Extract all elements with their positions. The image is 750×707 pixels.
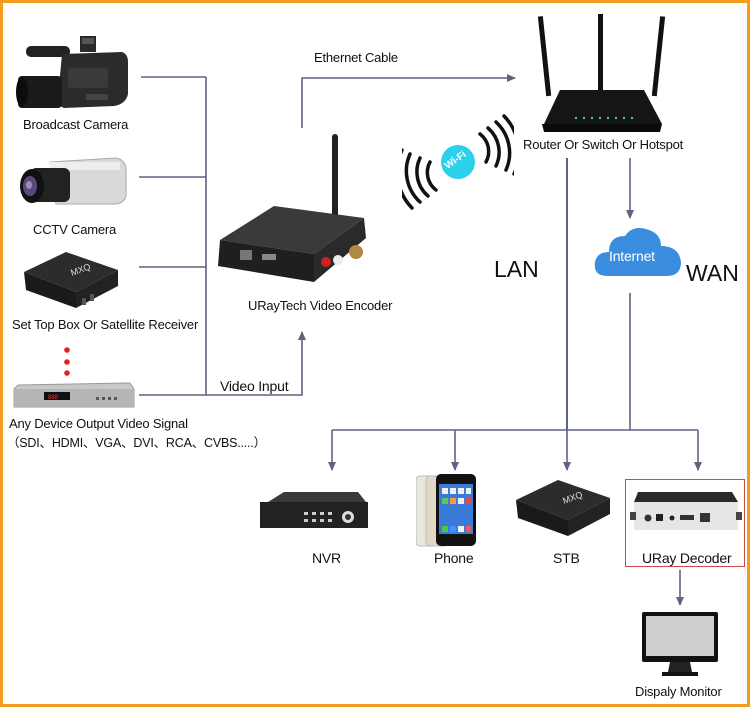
decoder-icon bbox=[630, 492, 742, 530]
router-icon bbox=[537, 14, 666, 132]
internet-cloud-icon bbox=[594, 228, 681, 276]
dvd-player-icon: 888 bbox=[13, 382, 135, 408]
video-encoder-icon bbox=[218, 134, 366, 282]
ellipsis-dots bbox=[64, 347, 70, 376]
source-label-broadcast-camera: Broadcast Camera bbox=[23, 117, 129, 132]
source-label-any-device: Any Device Output Video Signal bbox=[9, 416, 188, 431]
internet-label: Internet bbox=[609, 248, 655, 264]
monitor-label: Dispaly Monitor bbox=[635, 684, 722, 699]
source-sublabel-signal-types: （SDI、HDMI、VGA、DVI、RCA、CVBS.....） bbox=[7, 436, 266, 450]
display-monitor-icon bbox=[642, 612, 718, 676]
source-label-cctv-camera: CCTV Camera bbox=[33, 222, 117, 237]
cctv-camera-icon bbox=[20, 157, 127, 205]
lan-label: LAN bbox=[494, 256, 539, 282]
output-label-decoder: URay Decoder bbox=[642, 550, 732, 566]
source-label-set-top-box: Set Top Box Or Satellite Receiver bbox=[12, 317, 199, 332]
wan-label: WAN bbox=[686, 260, 739, 286]
decoder-highlight-box bbox=[625, 479, 745, 567]
broadcast-camera-icon bbox=[16, 36, 128, 108]
video-input-line bbox=[206, 331, 306, 396]
ethernet-cable-line bbox=[301, 74, 516, 128]
video-input-label: Video Input bbox=[220, 378, 289, 394]
ethernet-cable-label: Ethernet Cable bbox=[314, 50, 398, 65]
nvr-icon bbox=[260, 492, 368, 528]
router-label: Router Or Switch Or Hotspot bbox=[523, 137, 684, 152]
stb-icon: MXQ bbox=[516, 480, 610, 536]
encoder-label: URayTech Video Encoder bbox=[248, 298, 393, 313]
output-label-nvr: NVR bbox=[312, 550, 341, 566]
output-label-stb: STB bbox=[553, 550, 580, 566]
svg-text:888: 888 bbox=[48, 395, 59, 401]
wifi-signal-icon bbox=[402, 114, 514, 210]
phone-icon bbox=[416, 474, 476, 547]
output-label-phone: Phone bbox=[434, 550, 474, 566]
set-top-box-icon: MXQ bbox=[24, 252, 118, 308]
